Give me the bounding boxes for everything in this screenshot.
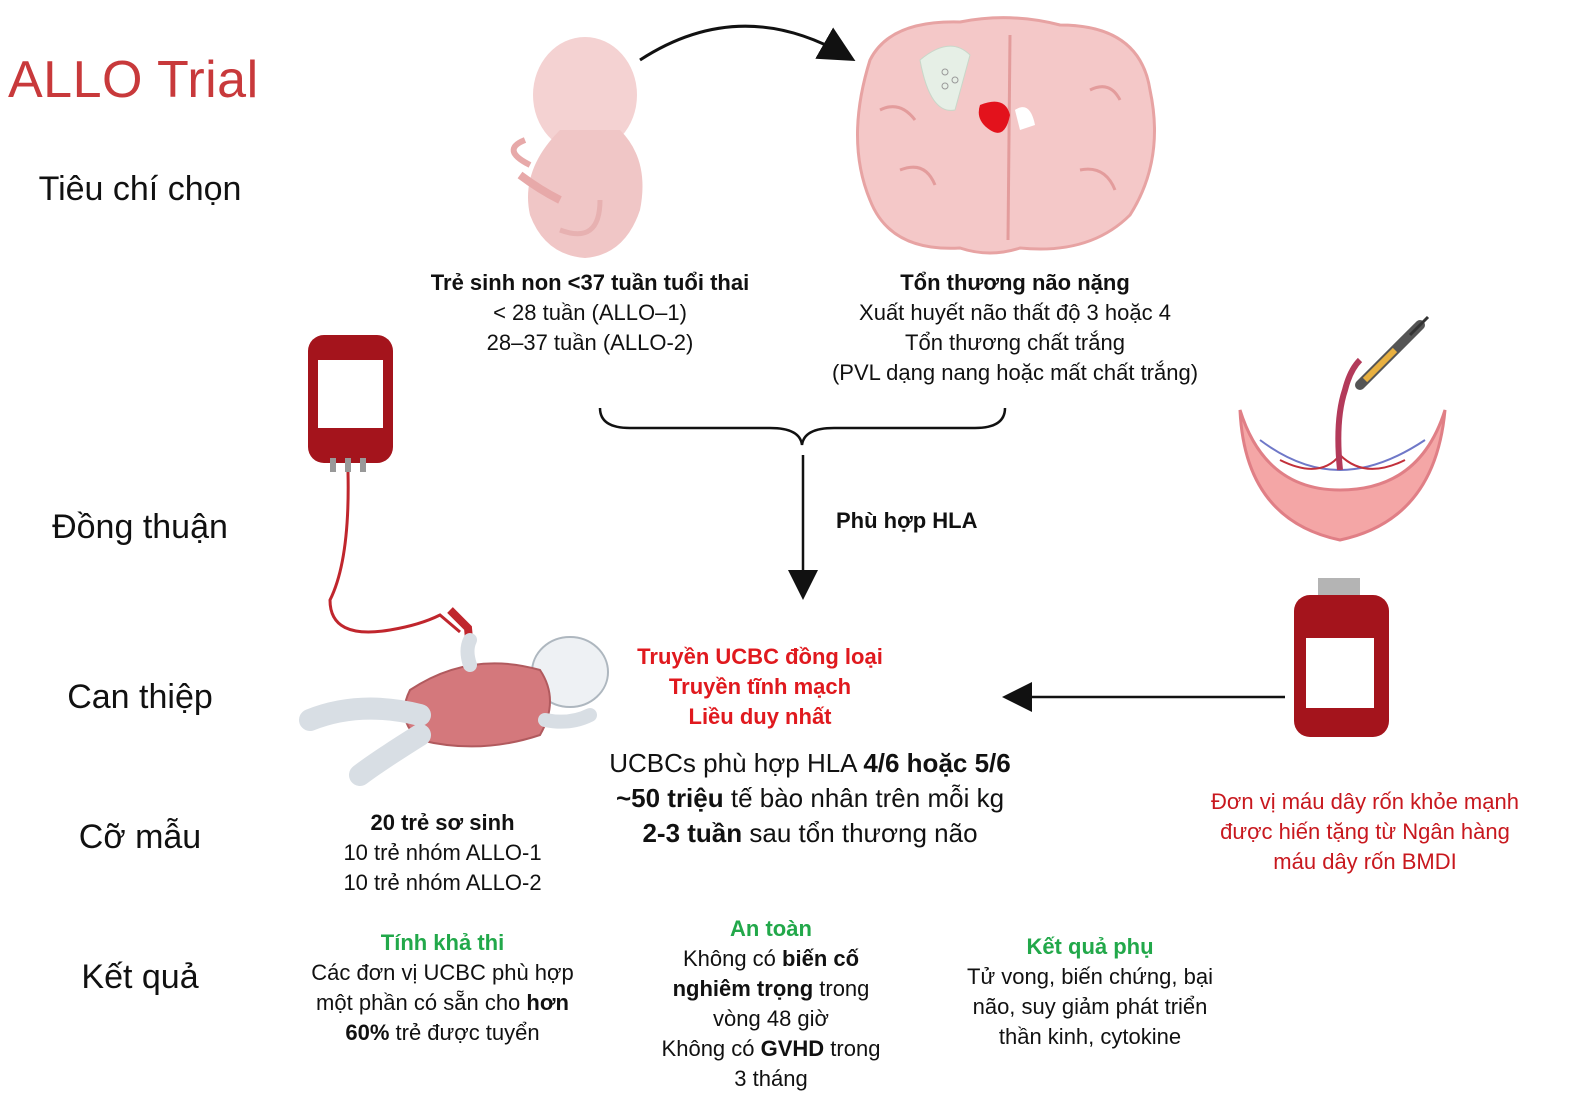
row-label-consent: Đồng thuận xyxy=(52,508,228,546)
outcome-safety: An toàn Không có biến cố nghiêm trọng tr… xyxy=(635,914,907,1094)
donor-blood-bag-icon xyxy=(1294,578,1389,737)
feasibility-line-3-bold: 60% xyxy=(345,1020,390,1045)
fetus-icon xyxy=(510,37,643,258)
sample-size: 20 trẻ sơ sinh 10 trẻ nhóm ALLO-1 10 trẻ… xyxy=(300,808,585,898)
secondary-heading: Kết quả phụ xyxy=(1026,934,1154,959)
safety-line-3: vòng 48 giờ xyxy=(713,1006,829,1031)
brain-line-1: Xuất huyết não thất độ 3 hoặc 4 xyxy=(859,300,1171,325)
secondary-line-3: thần kinh, cytokine xyxy=(998,1024,1182,1049)
row-label-criteria: Tiêu chí chọn xyxy=(38,170,242,208)
row-label-sample: Cỡ mẫu xyxy=(78,818,202,856)
syringe-icon xyxy=(1355,315,1430,390)
details-3-text: sau tổn thương não xyxy=(742,818,978,848)
safety-line-2-bold: nghiêm trọng xyxy=(672,976,814,1001)
donor-description: Đơn vị máu dây rốn khỏe mạnh được hiến t… xyxy=(1180,787,1550,877)
feasibility-line-1: Các đơn vị UCBC phù hợp xyxy=(311,960,574,985)
brain-heading: Tổn thương não nặng xyxy=(900,270,1130,295)
hla-match-label: Phù hợp HLA xyxy=(836,508,978,533)
donor-line-2: được hiến tặng từ Ngân hàng xyxy=(1220,819,1510,844)
feasibility-line-2-text: một phần có sẵn cho xyxy=(316,990,527,1015)
intervention-line-3: Liều duy nhất xyxy=(688,704,832,729)
safety-line-1-text: Không có xyxy=(682,946,783,971)
outcome-feasibility: Tính khả thi Các đơn vị UCBC phù hợp một… xyxy=(300,928,585,1048)
row-label-outcome: Kết quả xyxy=(81,958,199,996)
sample-heading: 20 trẻ sơ sinh xyxy=(370,810,515,835)
safety-line-5: 3 tháng xyxy=(734,1066,808,1091)
criteria-brace xyxy=(598,407,1007,446)
donor-line-3: máu dây rốn BMDI xyxy=(1273,849,1457,874)
diagram-title: ALLO Trial xyxy=(8,51,259,109)
brain-line-2: Tổn thương chất trắng xyxy=(905,330,1125,355)
safety-line-4-text: Không có xyxy=(661,1036,761,1061)
details-1-bold: 4/6 hoặc 5/6 xyxy=(863,748,1011,778)
feasibility-line-3-text: trẻ được tuyển xyxy=(389,1020,540,1045)
intervention-box: Truyền UCBC đồng loại Truyền tĩnh mạch L… xyxy=(610,642,910,732)
safety-line-4-post: trong xyxy=(824,1036,881,1061)
secondary-line-2: não, suy giảm phát triển xyxy=(972,994,1208,1019)
preterm-line-1: < 28 tuần (ALLO–1) xyxy=(493,300,687,325)
progression-arrow xyxy=(639,24,856,62)
intervention-line-1: Truyền UCBC đồng loại xyxy=(637,644,883,669)
intervention-line-2: Truyền tĩnh mạch xyxy=(668,674,852,699)
preterm-line-2: 28–37 tuần (ALLO-2) xyxy=(486,330,694,355)
safety-heading: An toàn xyxy=(730,916,812,941)
details-2-text: tế bào nhân trên mỗi kg xyxy=(723,783,1005,813)
brain-line-3: (PVL dạng nang hoặc mất chất trắng) xyxy=(831,360,1199,385)
feasibility-heading: Tính khả thi xyxy=(380,930,505,955)
brain-icon xyxy=(856,16,1156,255)
sample-line-1: 10 trẻ nhóm ALLO-1 xyxy=(343,840,542,865)
baby-icon xyxy=(299,633,609,786)
secondary-line-1: Tử vong, biến chứng, bại xyxy=(967,964,1213,989)
safety-line-1-bold: biến cố xyxy=(782,946,860,971)
preterm-heading: Trẻ sinh non <37 tuần tuổi thai xyxy=(430,270,750,295)
brain-criteria: Tổn thương não nặng Xuất huyết não thất … xyxy=(800,268,1230,388)
preterm-criteria: Trẻ sinh non <37 tuần tuổi thai < 28 tuầ… xyxy=(420,268,760,358)
sample-line-2: 10 trẻ nhóm ALLO-2 xyxy=(343,870,542,895)
outcome-secondary: Kết quả phụ Tử vong, biến chứng, bại não… xyxy=(940,932,1240,1052)
details-1-text: UCBCs phù hợp HLA xyxy=(609,748,864,778)
iv-tube-icon xyxy=(328,471,461,634)
safety-line-4-bold: GVHD xyxy=(760,1036,825,1061)
donor-line-1: Đơn vị máu dây rốn khỏe mạnh xyxy=(1211,789,1519,814)
details-2-bold: ~50 triệu xyxy=(615,783,724,813)
details-3-bold: 2-3 tuần xyxy=(642,818,743,848)
blood-bag-icon xyxy=(308,335,393,472)
safety-line-2-text: trong xyxy=(813,976,870,1001)
intervention-details: UCBCs phù hợp HLA 4/6 hoặc 5/6 ~50 triệu… xyxy=(560,746,1060,851)
feasibility-line-2-bold: hơn xyxy=(526,990,569,1015)
placenta-icon xyxy=(1238,357,1447,542)
row-label-intervention: Can thiệp xyxy=(67,678,213,716)
